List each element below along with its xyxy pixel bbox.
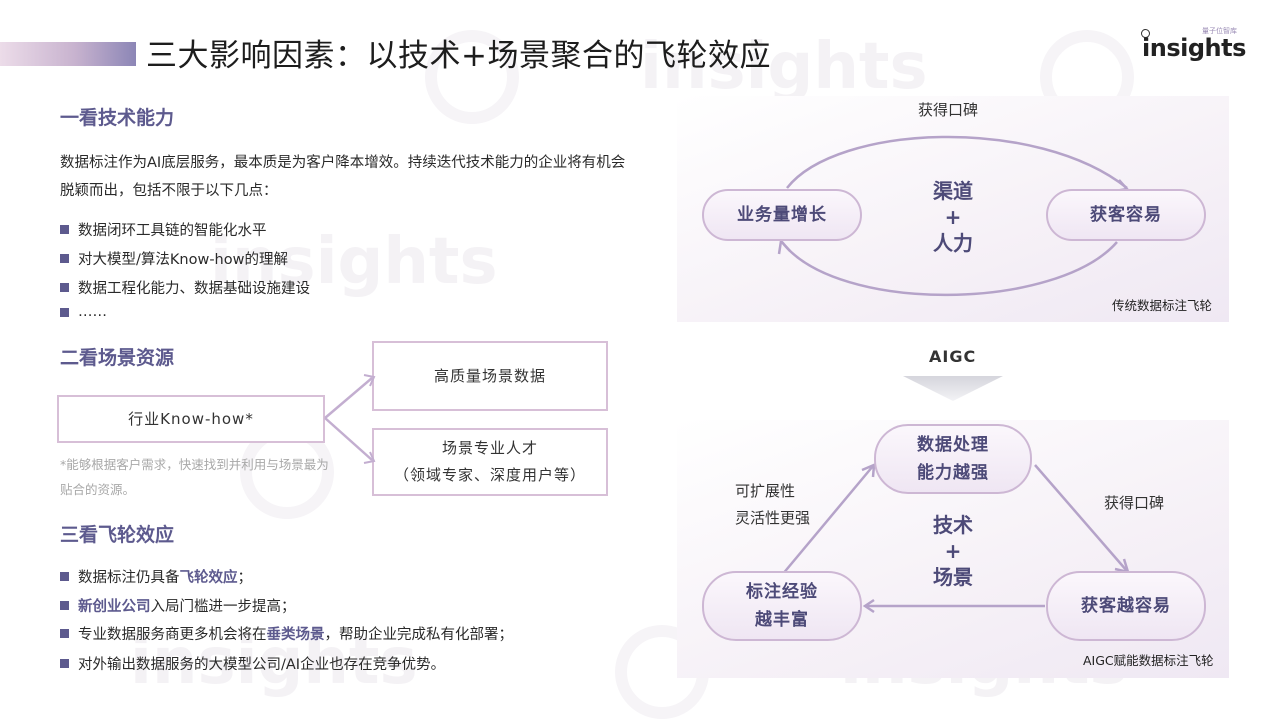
bullet-square-icon: [60, 283, 69, 292]
bullet-highlight: 飞轮效应: [179, 570, 238, 586]
traditional-flywheel-caption: 传统数据标注飞轮: [1112, 298, 1213, 313]
bullet-text: 数据标注仍具备: [78, 570, 180, 586]
tech-bullet: 数据工程化能力、数据基础设施建设: [60, 277, 310, 298]
core-line: +: [944, 539, 962, 563]
scalability-label: 可扩展性 灵活性更强: [735, 478, 810, 532]
cycle-edge-left: [781, 465, 874, 576]
branch-connector: [324, 374, 376, 464]
arrowhead-icon: [363, 451, 376, 464]
node-line: 数据处理: [917, 435, 989, 455]
logo-mark-icon: [1141, 29, 1150, 38]
scenario-talent-box: 场景专业人才 （领域专家、深度用户等）: [372, 428, 608, 496]
node-line: 越丰富: [755, 610, 809, 630]
labeling-experience-node: 标注经验 越丰富: [702, 571, 862, 641]
tech-bullet: ……: [60, 304, 107, 320]
scenario-data-box: 高质量场景数据: [372, 341, 608, 411]
arrowhead-icon: [777, 238, 791, 255]
cycle-arc-bottom: [781, 241, 1118, 297]
core-line: 技术: [933, 513, 973, 537]
core-line: 场景: [933, 565, 973, 589]
bullet-square-icon: [60, 225, 69, 234]
industry-knowhow-box: 行业Know-how*: [57, 395, 325, 443]
business-growth-node: 业务量增长: [702, 189, 862, 241]
bullet-square-icon: [60, 601, 69, 610]
core-line: 渠道: [933, 179, 973, 203]
tech-paragraph: 数据标注作为AI底层服务，最本质是为客户降本增效。持续迭代技术能力的企业将有机会…: [60, 155, 626, 199]
section-heading-scenario: 二看场景资源: [60, 347, 175, 369]
cycle-arc-top: [786, 135, 1128, 189]
logo-tagline: 量子位智库: [1202, 27, 1237, 35]
arrow-shape: [903, 376, 1003, 401]
bottom-flywheel-core: 技术 + 场景: [913, 512, 993, 590]
cycle-edge-right: [1034, 464, 1128, 572]
scenario-footnote: *能够根据客户需求，快速找到并利用与场景最为贴合的资源。: [60, 457, 329, 497]
label-line: 可扩展性: [735, 482, 796, 500]
bullet-text: 专业数据服务商更多机会将在: [78, 627, 267, 643]
bullet-square-icon: [60, 254, 69, 263]
core-line: 人力: [933, 231, 973, 255]
logo-wordmark: insights: [1142, 34, 1246, 62]
flywheel-bullet: 新创业公司入局门槛进一步提高；: [60, 595, 296, 616]
bullet-square-icon: [60, 572, 69, 581]
flywheel-bullet: 数据标注仍具备飞轮效应；: [60, 566, 252, 587]
core-line: +: [944, 205, 962, 229]
node-line: 能力越强: [917, 463, 989, 483]
bullet-text: ……: [78, 304, 107, 320]
bullet-square-icon: [60, 307, 69, 317]
arrowhead-icon: [363, 374, 376, 387]
bullet-text: 数据闭环工具链的智能化水平: [78, 223, 267, 239]
label-line: 灵活性更强: [735, 509, 811, 527]
bullet-highlight: 新创业公司: [78, 599, 151, 615]
bullet-text: ，帮助企业完成私有化部署；: [324, 627, 514, 643]
page-title: 三大影响因素：以技术+场景聚合的飞轮效应: [146, 38, 771, 74]
bullet-text: 数据工程化能力、数据基础设施建设: [78, 281, 310, 297]
section-heading-tech: 一看技术能力: [60, 107, 175, 129]
bullet-square-icon: [60, 659, 69, 668]
branch-line-up: [324, 377, 373, 419]
scenario-talent-detail: （领域专家、深度用户等）: [393, 466, 586, 484]
section-heading-flywheel: 三看飞轮效应: [60, 524, 175, 546]
bullet-text: ；: [237, 570, 253, 586]
bullet-text: 入局门槛进一步提高；: [150, 599, 296, 615]
flywheel-bullet: 对外输出数据服务的大模型公司/AI企业也存在竞争优势。: [60, 653, 445, 674]
flywheel-bullet: 专业数据服务商更多机会将在垂类场景，帮助企业完成私有化部署；: [60, 623, 513, 644]
top-flywheel-core: 渠道 + 人力: [913, 178, 993, 256]
down-arrow-icon: [903, 376, 1003, 401]
node-line: 标注经验: [746, 582, 818, 602]
tech-bullet: 数据闭环工具链的智能化水平: [60, 219, 267, 240]
aigc-flywheel-caption: AIGC赋能数据标注飞轮: [1083, 653, 1214, 668]
arrowhead-icon: [862, 598, 875, 614]
easier-acquisition-node: 获客越容易: [1046, 571, 1206, 641]
scenario-talent-title: 场景专业人才: [441, 439, 538, 457]
bullet-square-icon: [60, 629, 69, 638]
brand-logo: 量子位智库 insights: [1140, 26, 1246, 66]
aigc-flywheel-cycle: [781, 463, 1130, 614]
top-cycle-label: 获得口碑: [918, 101, 979, 119]
branch-line-down: [324, 417, 373, 461]
easy-acquisition-node: 获客容易: [1046, 189, 1206, 241]
aigc-label: AIGC: [929, 347, 977, 366]
data-processing-node: 数据处理 能力越强: [874, 424, 1032, 494]
bullet-text: 对大模型/算法Know-how的理解: [78, 252, 288, 268]
reputation-label: 获得口碑: [1104, 494, 1165, 512]
bullet-text: 对外输出数据服务的大模型公司/AI企业也存在竞争优势。: [78, 657, 446, 673]
title-accent-bar: [0, 42, 136, 66]
bullet-highlight: 垂类场景: [266, 627, 325, 643]
tech-bullet: 对大模型/算法Know-how的理解: [60, 248, 288, 269]
